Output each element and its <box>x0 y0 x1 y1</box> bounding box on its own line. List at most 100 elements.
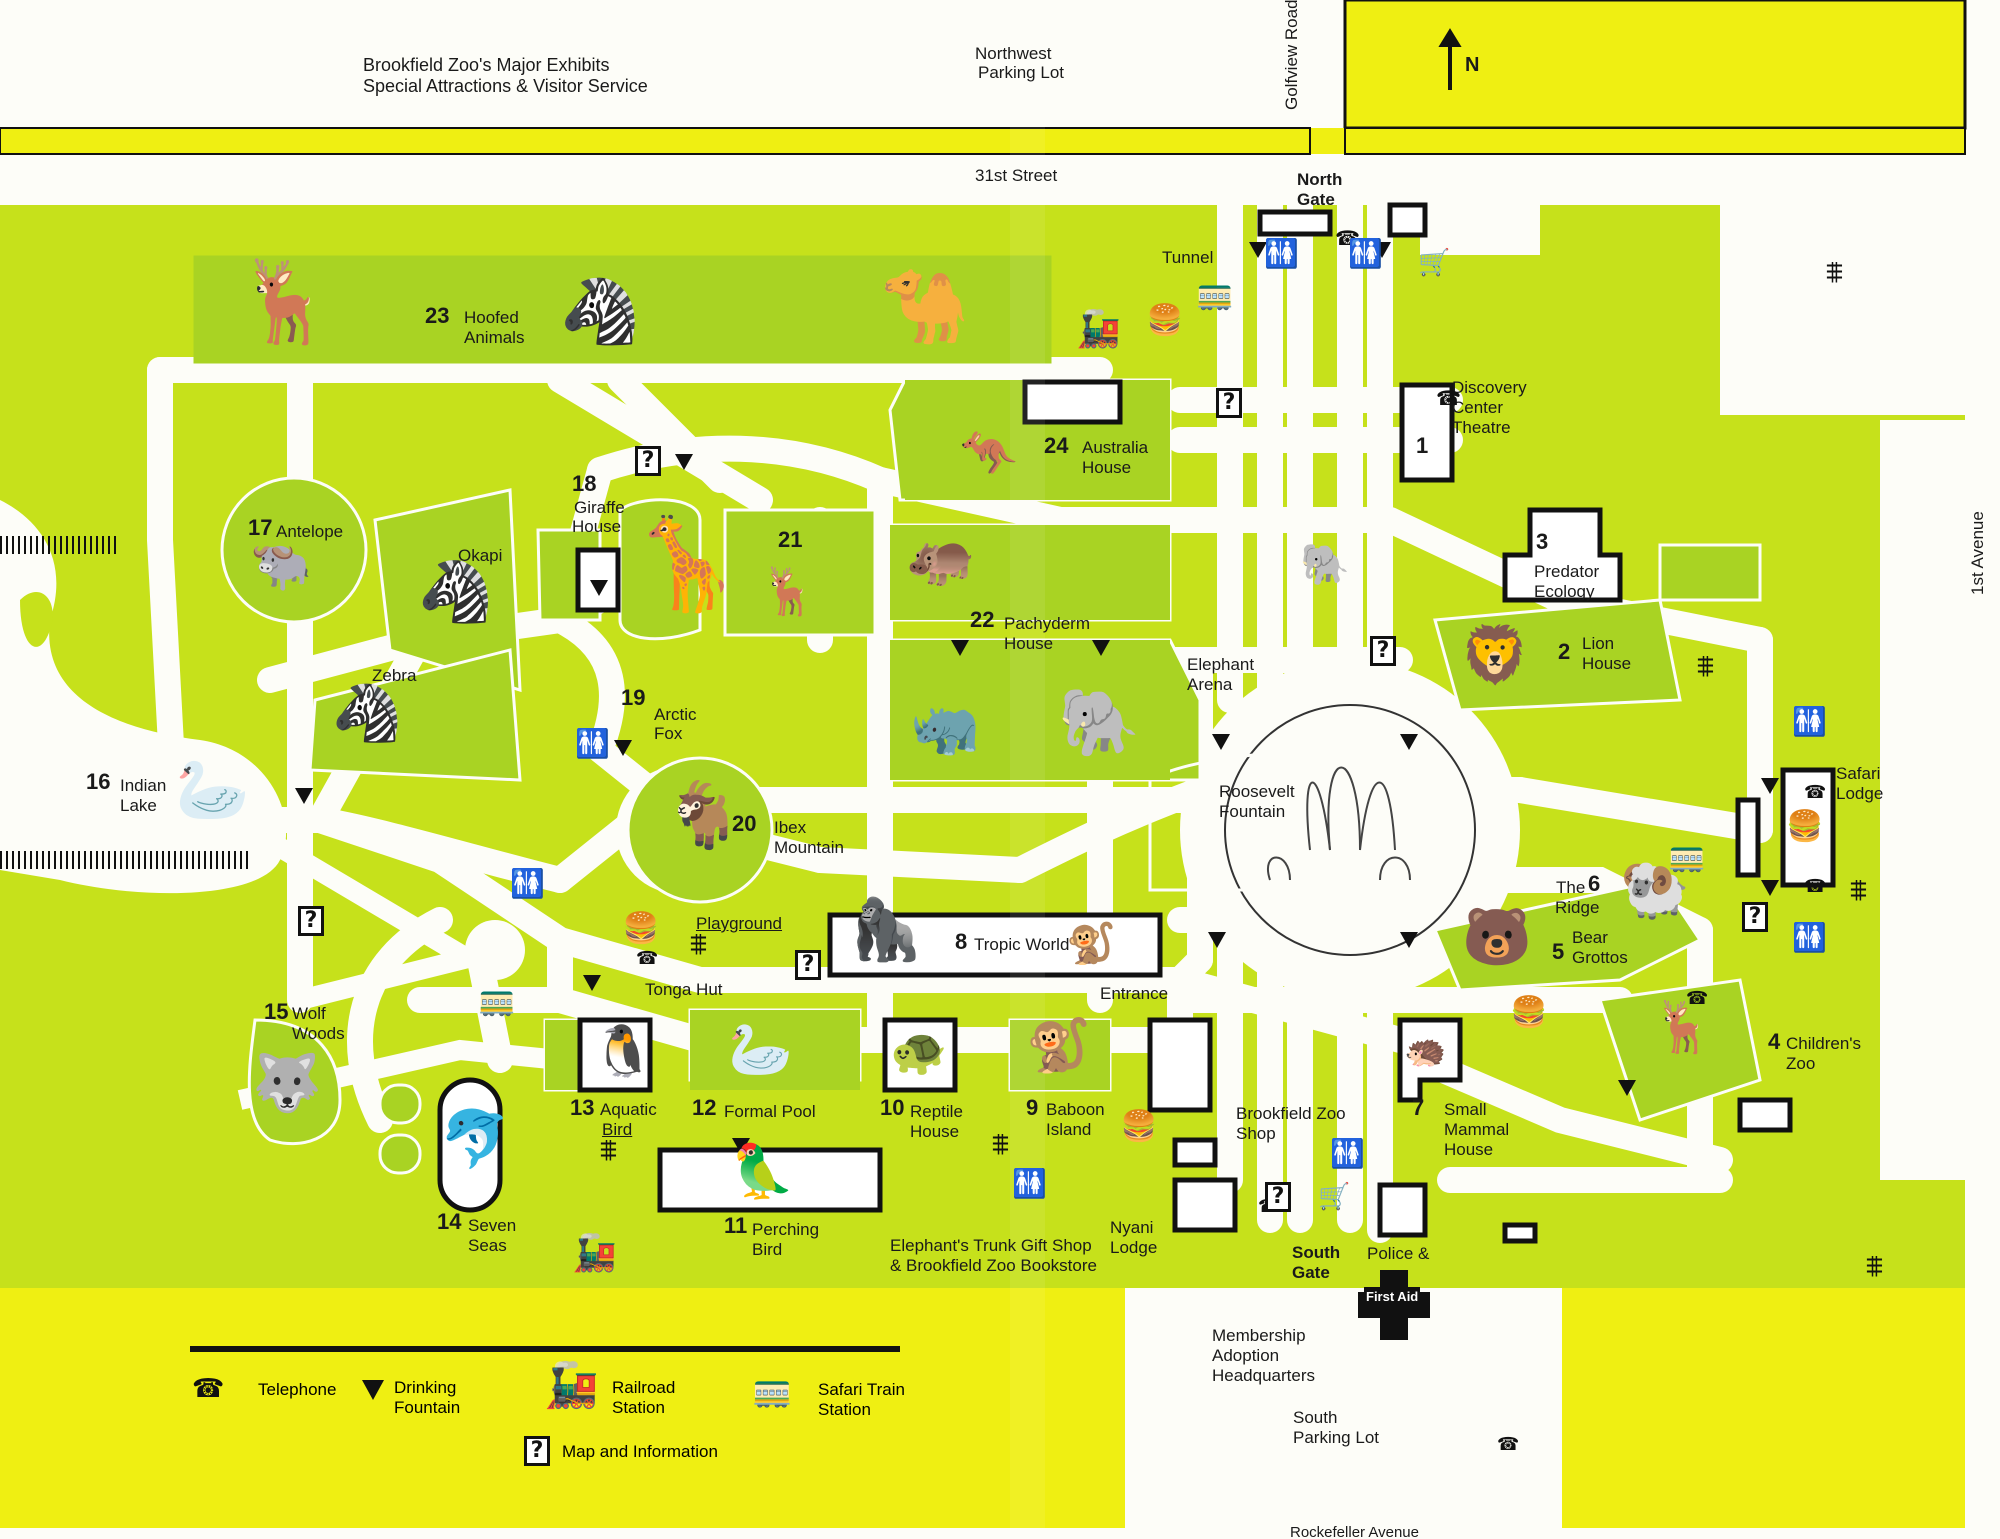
exhibit-4-line2: Zoo <box>1786 1054 1816 1073</box>
tropic-world-entrance-label[interactable]: Entrance <box>1100 984 1169 1003</box>
exhibit-1-line1[interactable]: Discovery <box>1452 378 1527 397</box>
exhibit-21-number[interactable]: 21 <box>778 527 803 552</box>
exhibit-19-number: 19 <box>621 685 646 710</box>
restroom-icon: 🚻 <box>1330 1137 1365 1170</box>
rhino-icon: 🦏 <box>910 695 980 760</box>
safari-lodge-line1[interactable]: Safari <box>1836 764 1881 783</box>
map-information-icon[interactable]: ? <box>1265 1182 1291 1212</box>
exhibit-10-line1[interactable]: Reptile <box>910 1102 963 1121</box>
exhibit-20-line1[interactable]: Ibex <box>774 818 807 837</box>
north-gate-line2: Gate <box>1297 190 1335 209</box>
gift-shop-line2: & Brookfield Zoo Bookstore <box>890 1256 1097 1275</box>
exhibit-18-line1[interactable]: Giraffe <box>574 498 625 517</box>
elephant-arena-line1[interactable]: Elephant <box>1187 655 1255 674</box>
exhibit-4-line1[interactable]: Children's <box>1786 1034 1862 1053</box>
nyani-lodge-line2: Lodge <box>1110 1238 1158 1257</box>
street-rockefeller: Rockefeller Avenue <box>1290 1524 1419 1539</box>
exhibit-7-line2: Mammal <box>1444 1120 1510 1139</box>
exhibit-7-line1[interactable]: Small <box>1444 1100 1487 1119</box>
exhibit-22-line1[interactable]: Pachyderm <box>1004 614 1090 633</box>
exhibit-15-line1[interactable]: Wolf <box>292 1004 326 1023</box>
zoo-shop-line1[interactable]: Brookfield Zoo <box>1236 1104 1346 1123</box>
okapi-label[interactable]: Okapi <box>458 546 503 565</box>
exhibit-17-label[interactable]: Antelope <box>276 522 344 541</box>
telephone-icon: ☎ <box>1335 226 1360 250</box>
exhibit-22-line2: House <box>1004 634 1054 653</box>
picnic-table-icon: ⩨ <box>690 927 707 962</box>
exhibit-23-line2: Animals <box>464 328 525 347</box>
zebra-icon: 🦓 <box>560 275 640 349</box>
nyani-lodge-line1[interactable]: Nyani <box>1110 1218 1154 1237</box>
exhibit-22-number: 22 <box>970 607 995 632</box>
exhibit-3-line1[interactable]: Predator <box>1534 562 1600 581</box>
exhibit-6-line1[interactable]: The <box>1556 878 1586 897</box>
telephone-icon: ☎ <box>1497 1434 1520 1455</box>
restroom-icon: 🚻 <box>1792 705 1827 738</box>
roosevelt-fountain-line1[interactable]: Roosevelt <box>1219 782 1295 801</box>
legend-railroad-icon: 🚂 <box>544 1360 599 1411</box>
map-information-icon[interactable]: ? <box>795 950 821 980</box>
safari-lodge-line2: Lodge <box>1836 784 1884 803</box>
exhibit-4-number: 4 <box>1768 1029 1781 1054</box>
police-first-aid-line1[interactable]: Police & <box>1367 1244 1430 1263</box>
exhibit-2-number: 2 <box>1558 639 1571 664</box>
legend-telephone-label: Telephone <box>258 1380 337 1399</box>
tortoise-icon: 🐢 <box>890 1024 948 1078</box>
exhibit-1-line3: Theatre <box>1452 418 1511 437</box>
exhibit-10-number: 10 <box>880 1095 905 1120</box>
exhibit-2-line1[interactable]: Lion <box>1582 634 1615 653</box>
picnic-table-icon: ⩨ <box>1850 873 1867 908</box>
exhibit-16-line1[interactable]: Indian <box>120 776 167 795</box>
exhibit-5-line1[interactable]: Bear <box>1572 928 1608 947</box>
food-service-icon: 🍔 <box>1146 303 1184 338</box>
exhibit-13-line1[interactable]: Aquatic <box>600 1100 657 1119</box>
restroom-icon: 🚻 <box>1348 237 1383 270</box>
drinking-fountain-icon <box>1400 932 1418 948</box>
telephone-icon: ☎ <box>1804 876 1827 897</box>
restroom-icon: 🚻 <box>575 727 610 760</box>
exhibit-16-number: 16 <box>86 769 111 794</box>
map-information-icon[interactable]: ? <box>1216 388 1242 418</box>
exhibit-12-number: 12 <box>692 1095 717 1120</box>
exhibit-23-line1[interactable]: Hoofed <box>464 308 519 327</box>
map-information-icon[interactable]: ? <box>1742 902 1768 932</box>
tonga-hut-label[interactable]: Tonga Hut <box>645 980 723 999</box>
exhibit-24-number: 24 <box>1044 433 1069 458</box>
exhibit-14-line1[interactable]: Seven <box>468 1216 517 1235</box>
elephant-arena-emblem-icon: 🐘 <box>1300 542 1350 588</box>
playground-label[interactable]: Playground <box>696 914 783 933</box>
exhibit-18-line2: House <box>572 517 622 536</box>
telephone-icon: ☎ <box>636 948 659 969</box>
exhibit-24-line1[interactable]: Australia <box>1082 438 1149 457</box>
north-indicator: N <box>1465 54 1480 76</box>
kangaroo-icon: 🦘 <box>960 426 1018 480</box>
safari-train-icon: 🚃 <box>1668 839 1706 874</box>
legend-telephone-icon: ☎ <box>192 1374 225 1404</box>
telephone-icon: ☎ <box>1436 386 1461 410</box>
map-information-icon[interactable]: ? <box>1370 636 1396 666</box>
map-information-icon[interactable]: ? <box>298 906 324 936</box>
legend-safari-line2: Station <box>818 1400 871 1419</box>
membership-line1[interactable]: Membership <box>1212 1326 1306 1345</box>
safari-train-icon: 🚃 <box>478 983 516 1018</box>
gift-shop-line1[interactable]: Elephant's Trunk Gift Shop <box>890 1236 1092 1255</box>
exhibit-16-line2: Lake <box>120 796 157 815</box>
map-information-icon[interactable]: ? <box>635 446 661 476</box>
zebra-label[interactable]: Zebra <box>372 666 417 685</box>
elephant-icon: 🐘 <box>1058 684 1141 761</box>
picnic-table-icon: ⩨ <box>1826 255 1843 290</box>
exhibit-9-number: 9 <box>1026 1095 1039 1120</box>
exhibit-8-label[interactable]: Tropic World <box>974 935 1070 954</box>
buffalo-icon: 🐃 <box>250 536 313 594</box>
exhibit-9-line1[interactable]: Baboon <box>1046 1100 1105 1119</box>
exhibit-15-number: 15 <box>264 999 289 1024</box>
gorilla-icon: 🦍 <box>848 895 923 965</box>
restroom-icon: 🚻 <box>1792 921 1827 954</box>
exhibit-11-line1[interactable]: Perching <box>752 1220 820 1239</box>
exhibit-19-line1[interactable]: Arctic <box>654 705 697 724</box>
telephone-icon: ☎ <box>1804 782 1827 803</box>
exhibit-12-label[interactable]: Formal Pool <box>724 1102 816 1121</box>
giraffe-icon: 🦒 <box>630 512 743 617</box>
street-1st-avenue: 1st Avenue <box>1968 511 1987 595</box>
